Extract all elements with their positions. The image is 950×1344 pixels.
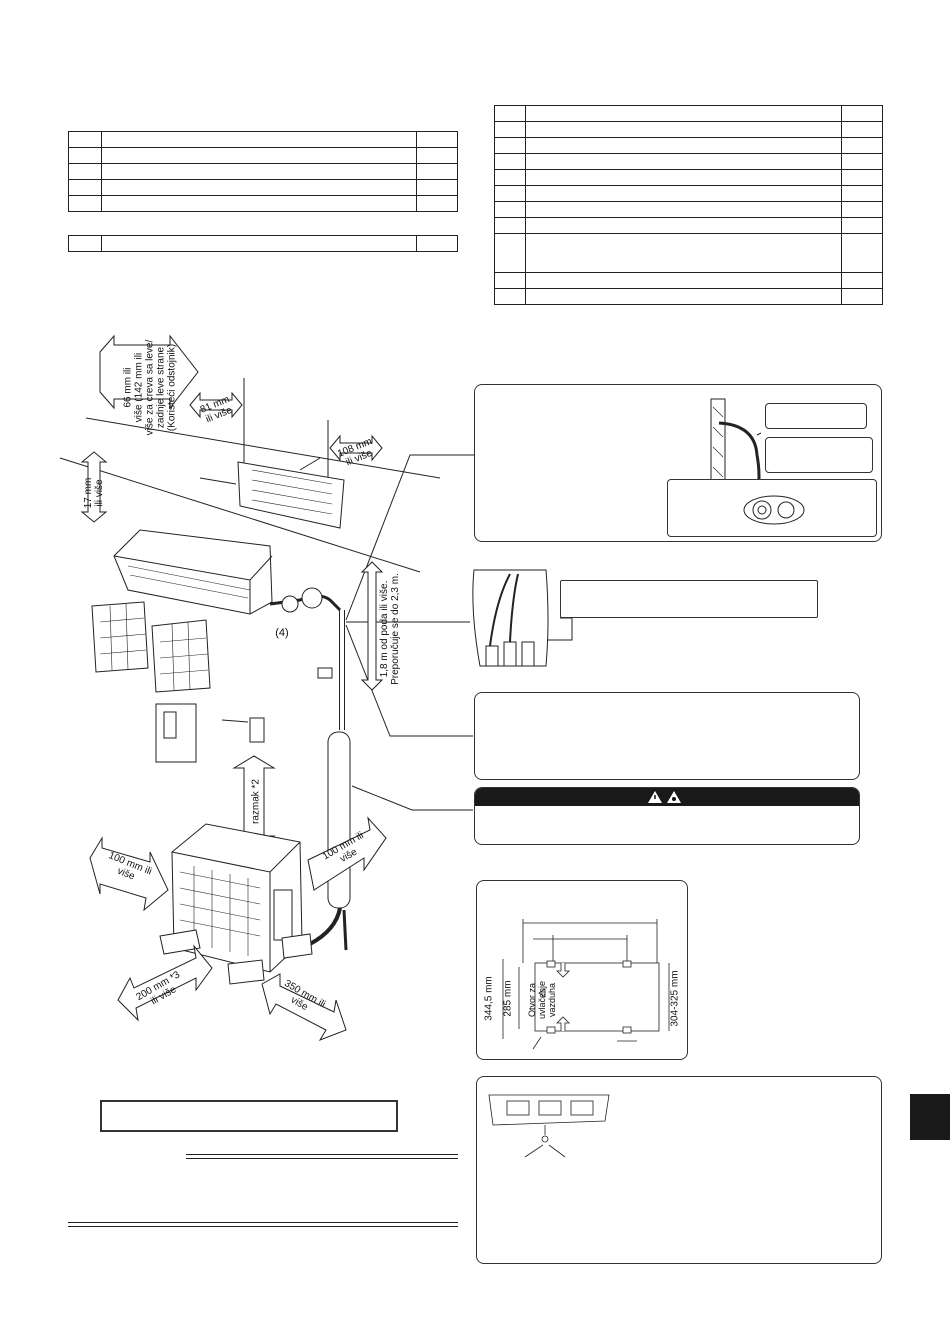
section-rule — [186, 1154, 458, 1159]
drain-socket-illustration — [488, 1094, 610, 1158]
label-base-bolt-range: 304-325 mm — [669, 970, 681, 1027]
detail-label-box-2 — [765, 437, 873, 473]
piping-detail-note — [560, 580, 818, 618]
piping-bundle-illustration — [472, 569, 549, 667]
parts-table-accessories — [494, 105, 883, 305]
label-outdoor-space: razmak *2 — [250, 779, 262, 825]
label-air-intake: Otvor za uvlačenje vazduha — [527, 980, 557, 1020]
label-clearance-top: 66 mm ili više (142 mm ili više za creva… — [122, 339, 178, 436]
footer-rule — [68, 1222, 458, 1227]
label-floor-height: 1,8 m od poda ili više. Preporučuje se d… — [379, 573, 401, 685]
detail-label-box-1 — [765, 403, 867, 429]
label-base-height-left: 344,5 mm — [483, 976, 495, 1021]
label-clearance-ceiling: 17 mm ili više — [83, 477, 105, 509]
label-part-4: (4) — [275, 627, 289, 639]
wall-pipe-detail-box — [474, 384, 882, 542]
pipe-cross-section-box — [667, 479, 877, 537]
label-base-height-inner: 285 mm — [502, 980, 514, 1017]
drain-detail-box — [476, 1076, 882, 1264]
note-box — [474, 692, 860, 780]
bottom-note-box — [100, 1100, 398, 1132]
language-tab — [910, 1094, 950, 1140]
parts-table-remote — [68, 235, 458, 252]
parts-table-indoor — [68, 131, 458, 212]
outdoor-base-dimensions: 344,5 mm 285 mm Otvor za uvlačenje vazdu… — [476, 880, 688, 1060]
warning-header — [475, 788, 859, 806]
